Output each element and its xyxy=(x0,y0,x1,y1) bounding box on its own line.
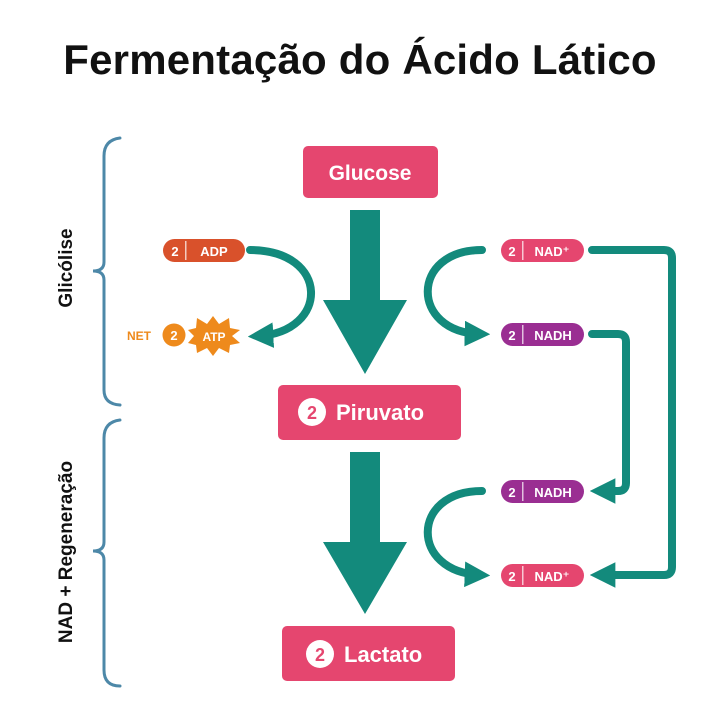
nad-to-nadh-top-arrow xyxy=(423,246,491,347)
adp-label: ADP xyxy=(200,244,228,259)
atp-group: NET 2 ATP xyxy=(127,316,240,356)
nadh-top-pill: 2 NADH xyxy=(501,323,584,346)
adp-pill: 2 ADP xyxy=(163,239,245,262)
nadh-top-label: NADH xyxy=(534,328,572,343)
atp-net-prefix: NET xyxy=(127,329,152,343)
glycolysis-label: Glicólise xyxy=(56,228,77,307)
nad-top-label: NAD⁺ xyxy=(534,244,569,259)
glucose-label: Glucose xyxy=(329,162,412,185)
nad-bottom-pill: 2 NAD⁺ xyxy=(501,564,584,587)
regeneration-bracket xyxy=(92,418,122,688)
regeneration-label: NAD + Regeneração xyxy=(56,461,77,643)
nadh-bottom-pill: 2 NADH xyxy=(501,480,584,503)
nad-bottom-count: 2 xyxy=(508,569,515,584)
glucose-box: Glucose xyxy=(303,146,438,198)
glucose-to-pyruvate-arrow xyxy=(323,210,407,374)
nadh-top-to-nadh-bottom-line xyxy=(588,330,630,504)
pyruvate-count-badge xyxy=(298,398,326,426)
lactate-box: 2 Lactato xyxy=(282,626,455,681)
nad-top-pill: 2 NAD⁺ xyxy=(501,239,584,262)
pyruvate-label: Piruvato xyxy=(336,400,424,425)
nad-top-to-nad-bottom-line xyxy=(588,246,676,588)
page-title: Fermentação do Ácido Lático xyxy=(63,36,657,83)
nadh-top-count: 2 xyxy=(508,328,515,343)
atp-count: 2 xyxy=(170,328,177,343)
adp-count: 2 xyxy=(171,244,178,259)
nadh-bottom-label: NADH xyxy=(534,485,572,500)
nad-top-count: 2 xyxy=(508,244,515,259)
adp-to-atp-arrow xyxy=(246,246,315,348)
lactate-count-badge xyxy=(306,640,334,668)
nad-bottom-label: NAD⁺ xyxy=(534,569,569,584)
atp-star-burst xyxy=(188,316,240,356)
lactate-label: Lactato xyxy=(344,642,422,667)
atp-label: ATP xyxy=(202,330,225,344)
pyruvate-box: 2 Piruvato xyxy=(278,385,461,440)
nadh-to-nad-bottom-arrow xyxy=(423,487,491,588)
atp-count-badge xyxy=(162,323,186,347)
glycolysis-bracket xyxy=(92,136,122,407)
nadh-bottom-count: 2 xyxy=(508,485,515,500)
pyruvate-to-lactate-arrow xyxy=(323,452,407,614)
lactate-count: 2 xyxy=(315,645,325,665)
pyruvate-count: 2 xyxy=(307,403,317,423)
